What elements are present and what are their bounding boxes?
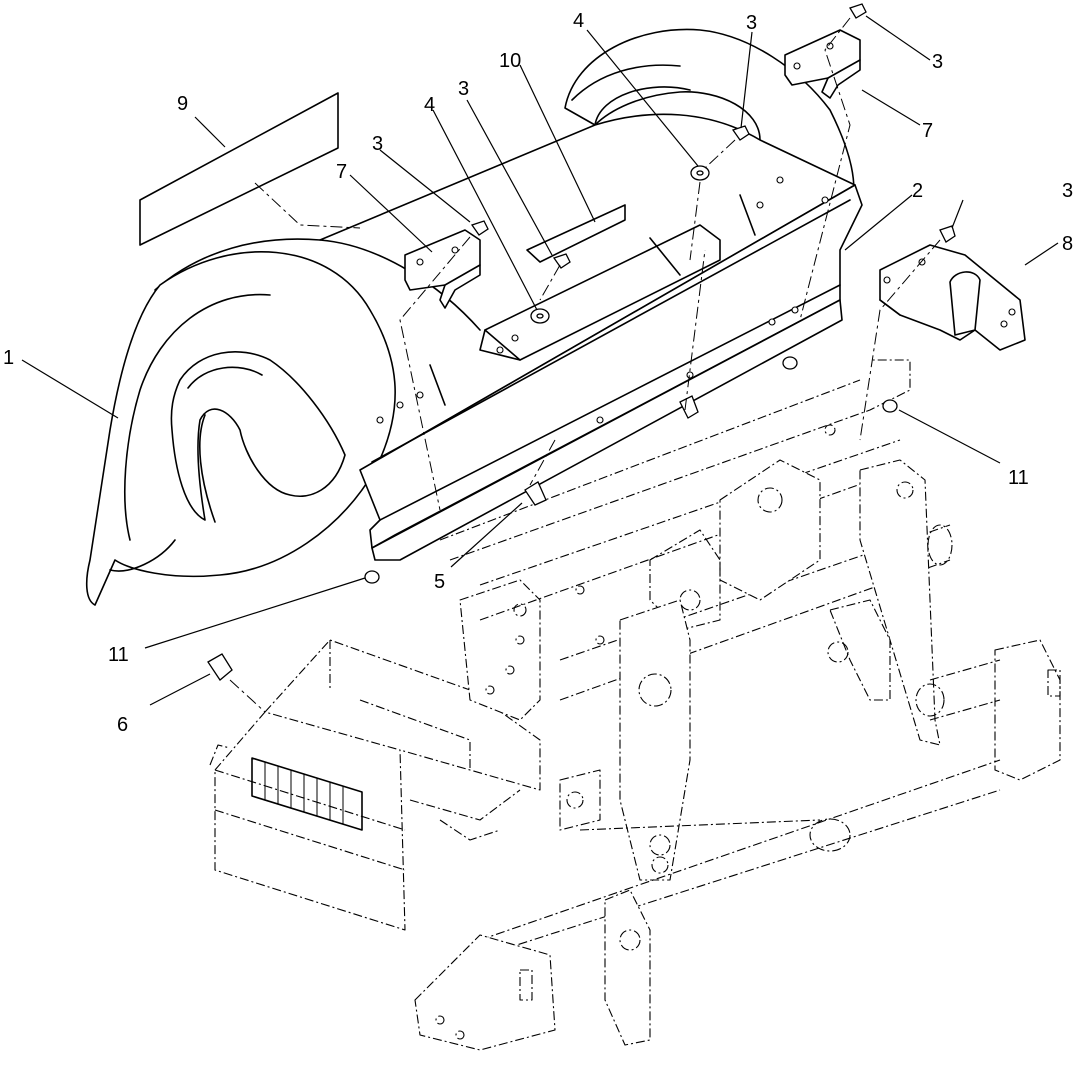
callout-3: 3	[372, 133, 383, 155]
frame-assembly-phantom	[209, 359, 1061, 1051]
callout-2: 2	[912, 180, 923, 202]
callout-3: 3	[932, 51, 943, 73]
safety-decal	[251, 757, 363, 831]
callout-7: 7	[336, 161, 347, 183]
part-11-nuts	[364, 356, 898, 584]
callout-3: 3	[458, 78, 469, 100]
callout-leaders	[21, 15, 1059, 706]
part-6-knob	[207, 653, 233, 681]
callout-labels: 1 2 3 3 3 3 3 4 4 5 6 7 7 8 9 10 11 11	[3, 10, 1073, 736]
part-10-cover-plate	[526, 204, 626, 263]
callout-6: 6	[117, 714, 128, 736]
assembly-centerlines	[229, 17, 941, 713]
callout-5: 5	[434, 571, 445, 593]
part-1-hood-shroud	[85, 28, 856, 606]
callout-9: 9	[177, 93, 188, 115]
callout-10: 10	[499, 50, 521, 72]
callout-11: 11	[108, 644, 129, 666]
callout-1: 1	[3, 347, 14, 369]
callout-3: 3	[1062, 180, 1073, 202]
part-4-washers	[530, 165, 710, 324]
part-5-clip-nut	[524, 395, 699, 506]
callout-7: 7	[922, 120, 933, 142]
part-8-side-bracket	[879, 244, 1026, 351]
part-2-front-panel	[359, 176, 863, 561]
part-9-decal	[139, 92, 339, 246]
part-7-bracket-right	[784, 29, 861, 99]
callout-3: 3	[746, 12, 757, 34]
callout-8: 8	[1062, 233, 1073, 255]
callout-11: 11	[1008, 467, 1029, 489]
callout-4: 4	[424, 94, 435, 116]
part-3-bolts	[470, 3, 956, 269]
part-7-bracket-left	[404, 229, 481, 309]
callout-4: 4	[573, 10, 584, 32]
